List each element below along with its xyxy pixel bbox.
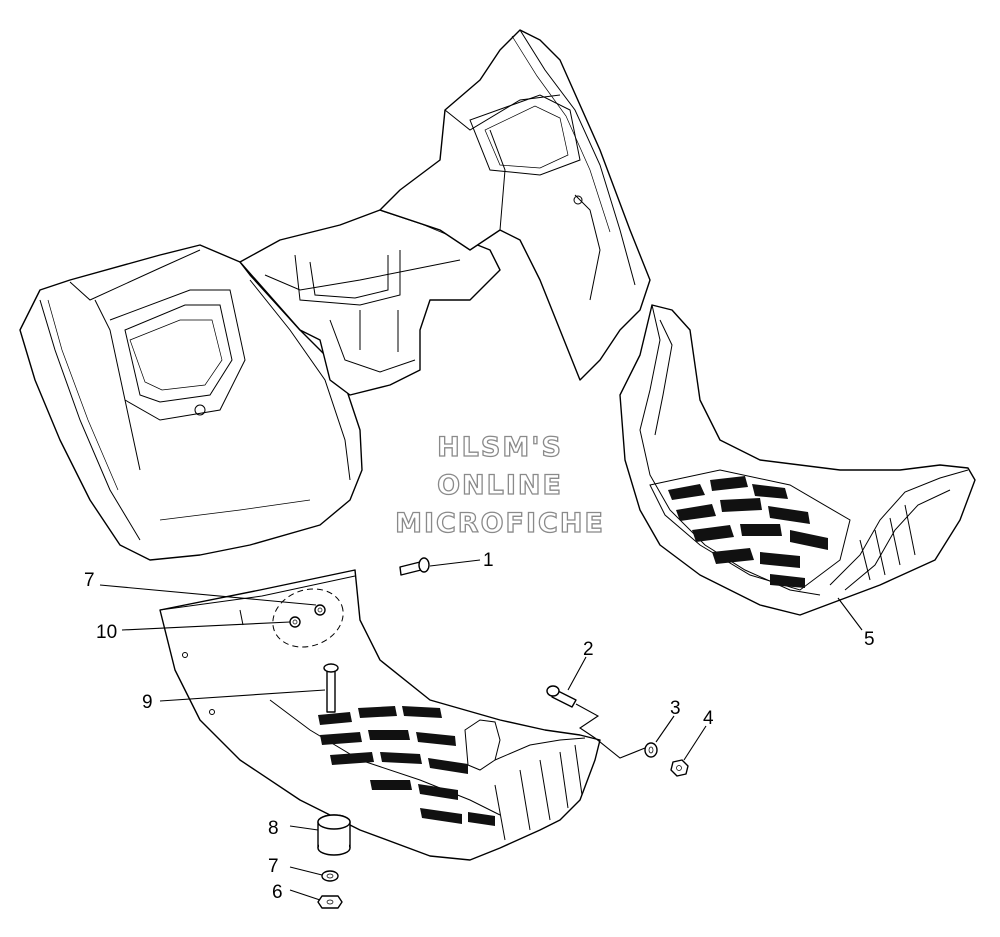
bolt-1 bbox=[399, 557, 430, 576]
callout-5: 5 bbox=[864, 629, 875, 650]
watermark-line-3: MICROFICHE bbox=[395, 508, 605, 539]
left-footwell-grate bbox=[318, 706, 495, 826]
callout-9: 9 bbox=[142, 692, 153, 713]
callout-2: 2 bbox=[583, 639, 594, 660]
nut-4 bbox=[670, 759, 689, 777]
callout-10: 10 bbox=[96, 622, 117, 643]
nut-6 bbox=[317, 895, 343, 909]
callout-4: 4 bbox=[703, 708, 714, 729]
callout-7-upper: 7 bbox=[84, 570, 95, 591]
right-footwell bbox=[619, 304, 976, 616]
washer-3 bbox=[644, 742, 658, 758]
watermark: HLSM'S ONLINE MICROFICHE bbox=[394, 431, 605, 539]
callout-6: 6 bbox=[272, 882, 283, 903]
callout-1: 1 bbox=[483, 550, 494, 571]
washer-7 bbox=[321, 870, 339, 882]
callout-3: 3 bbox=[670, 698, 681, 719]
right-footwell-grate bbox=[649, 469, 851, 591]
watermark-line-1: HLSM'S bbox=[437, 432, 563, 463]
callout-labels: 1 2 3 4 5 6 7 7 8 9 10 bbox=[84, 550, 875, 903]
pin-9 bbox=[323, 663, 339, 713]
callout-8: 8 bbox=[268, 818, 279, 839]
left-footwell bbox=[159, 569, 601, 861]
bolt-2 bbox=[546, 685, 577, 708]
rubber-mount-8 bbox=[317, 814, 351, 856]
rear-fender-body bbox=[19, 29, 651, 561]
leader-lines bbox=[99, 559, 863, 901]
callout-7-lower: 7 bbox=[268, 856, 279, 877]
watermark-line-2: ONLINE bbox=[437, 470, 563, 501]
